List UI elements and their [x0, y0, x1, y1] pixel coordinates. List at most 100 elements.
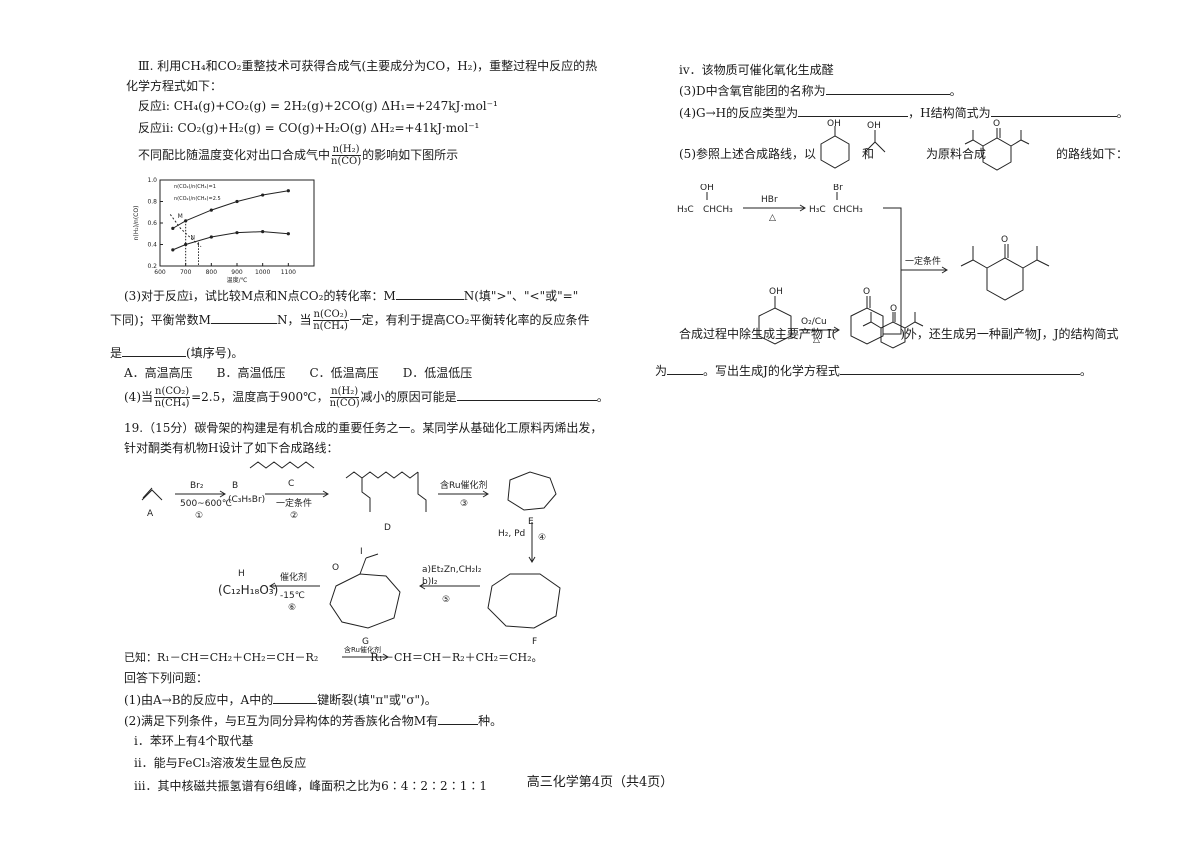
label-h: H	[238, 569, 245, 579]
route-scheme: OH H₃C CHCH₃ HBr △ Br H₃C CHCH₃ 一定条件 OH …	[677, 184, 1050, 345]
ratio-co2-ch4: n(CO₂)n(CH₄)	[312, 309, 349, 332]
svg-text:④: ④	[538, 533, 546, 543]
label-g: G	[362, 637, 369, 647]
x-tick-label: 1100	[281, 269, 296, 276]
data-point	[209, 235, 213, 239]
svg-text:500~600℃: 500~600℃	[180, 499, 232, 509]
data-point	[261, 230, 265, 234]
svg-text:OH: OH	[700, 184, 714, 193]
answer-blank-r4b[interactable]	[990, 104, 1117, 117]
answer-blank-q2[interactable]	[438, 712, 479, 725]
condition-iv: ⅳ．该物质可催化氧化生成醛	[679, 63, 834, 77]
svg-text:H₃C: H₃C	[677, 205, 694, 215]
y-tick-label: 1.0	[147, 177, 157, 184]
svg-text:H₃C: H₃C	[809, 205, 826, 215]
x-axis-label: 温度/℃	[227, 276, 248, 284]
data-point	[286, 189, 290, 193]
label-f: F	[532, 637, 537, 647]
answer-blank-r4a[interactable]	[798, 104, 909, 117]
choice-b[interactable]: B．高温低压	[216, 366, 286, 380]
cond-iii: ⅲ．其中核磁共振氢谱有6组峰，峰面积之比为6∶4∶2∶2∶1∶1	[134, 779, 487, 793]
point-label: N	[191, 234, 196, 241]
y-axis-label: n(H₂)/n(CO)	[133, 206, 140, 241]
x-tick-label: 1000	[255, 269, 270, 276]
label-d: D	[384, 523, 391, 533]
svg-text:O: O	[863, 287, 870, 297]
answer-blank-r3[interactable]	[825, 82, 950, 95]
q2-line: (2)满足下列条件，与E互为同分异构体的芳香族化合物M有种。	[124, 712, 503, 728]
data-point	[261, 193, 265, 197]
svg-text:OH: OH	[769, 287, 783, 297]
data-point	[235, 231, 239, 235]
svg-text:催化剂: 催化剂	[280, 571, 307, 583]
answer-blank-q4[interactable]	[456, 388, 597, 401]
svg-text:Br: Br	[833, 184, 843, 193]
answer-blank-q1[interactable]	[273, 691, 318, 704]
ratio-h2-co: n(H₂)n(CO)	[331, 144, 362, 167]
svg-text:CHCH₃: CHCH₃	[703, 205, 733, 215]
data-point	[286, 232, 290, 236]
svg-text:①: ①	[195, 511, 203, 521]
choice-a[interactable]: A．高温高压	[124, 366, 193, 380]
data-point	[209, 208, 213, 212]
label-c: C	[288, 479, 294, 489]
svg-text:O: O	[332, 563, 339, 573]
svg-text:OH: OH	[827, 119, 841, 129]
answer-blank-q3b[interactable]	[210, 311, 277, 324]
q1-line: (1)由A→B的反应中，A中的键断裂(填"π"或"σ")。	[124, 691, 437, 707]
byproduct-structure: O	[862, 304, 924, 349]
answer-blank-j[interactable]	[667, 362, 704, 375]
q3-choices: A．高温高压 B．高温低压 C．低温高压 D．低温低压	[124, 365, 472, 381]
svg-text:(C₁₂H₁₈O₃): (C₁₂H₁₈O₃)	[218, 583, 278, 597]
choice-d[interactable]: D．低温低压	[402, 366, 473, 380]
y-tick-label: 0.4	[147, 242, 157, 249]
y-tick-label: 0.2	[147, 263, 157, 270]
legend-entry: n(CO₂)/n(CH₄)=2.5	[174, 196, 221, 202]
svg-text:O: O	[1001, 235, 1008, 245]
answer-blank-q3a[interactable]	[395, 287, 464, 300]
label-a: A	[147, 509, 154, 519]
chart-frame	[159, 179, 315, 267]
q3-line-3: 是(填序号)。	[110, 344, 244, 360]
answer-intro: 回答下列问题：	[124, 671, 209, 685]
reaction-i: 反应ⅰ: CH₄(g)+CO₂(g) = 2H₂(g)+2CO(g) ΔH₁=+…	[138, 99, 498, 113]
cond-ii: ⅱ．能与FeCl₃溶液发生显色反应	[134, 756, 307, 770]
series-line	[172, 231, 289, 251]
choice-c[interactable]: C．低温高压	[309, 366, 379, 380]
x-tick-label: 700	[180, 269, 192, 276]
right-q4: (4)G→H的反应类型为，H结构简式为。	[679, 104, 1129, 120]
right-q3: (3)D中含氧官能团的名称为。	[679, 82, 962, 98]
svg-text:O: O	[890, 304, 897, 314]
svg-text:H₂, Pd: H₂, Pd	[498, 529, 525, 539]
svg-text:一定条件: 一定条件	[905, 255, 941, 267]
y-tick-label: 0.6	[147, 220, 157, 227]
svg-text:⑥: ⑥	[288, 603, 296, 613]
label-b: B	[232, 481, 238, 491]
answer-blank-j-equation[interactable]	[839, 362, 1080, 375]
q19-line-2: 针对酮类有机物H设计了如下合成路线：	[124, 441, 339, 455]
svg-text:一定条件: 一定条件	[276, 497, 312, 509]
svg-text:OH: OH	[867, 121, 881, 131]
svg-text:(C₃H₅Br): (C₃H₅Br)	[228, 495, 265, 505]
svg-text:O: O	[993, 119, 1000, 129]
data-point	[235, 199, 239, 204]
data-point	[184, 242, 188, 247]
answer-blank-q3c[interactable]	[122, 344, 187, 357]
svg-text:b)I₂: b)I₂	[422, 577, 438, 587]
svg-text:△: △	[813, 335, 820, 345]
svg-text:△: △	[769, 213, 776, 223]
svg-text:-15℃: -15℃	[280, 591, 305, 601]
svg-text:CHCH₃: CHCH₃	[833, 205, 863, 215]
svg-text:含Ru催化剂: 含Ru催化剂	[344, 645, 381, 654]
cond-i: ⅰ．苯环上有4个取代基	[134, 734, 254, 748]
svg-text:HBr: HBr	[761, 195, 778, 205]
svg-text:Br₂: Br₂	[190, 481, 204, 491]
data-point	[171, 248, 175, 252]
legend-entry: n(CO₂)/n(CH₄)=1	[174, 184, 216, 190]
svg-text:I: I	[360, 547, 363, 557]
